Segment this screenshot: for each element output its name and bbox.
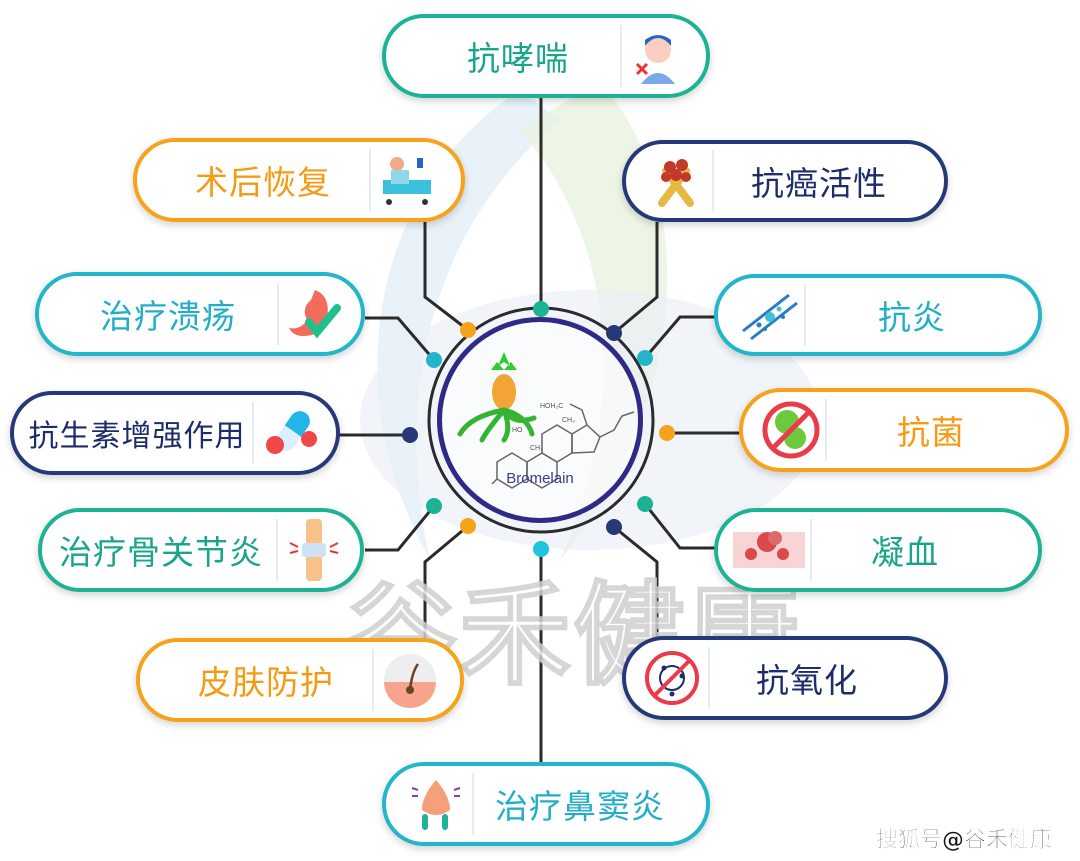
coughing-person-icon	[620, 25, 694, 87]
node-antibiotic: 抗生素增强作用	[10, 391, 340, 475]
blood-clot-icon	[728, 519, 812, 581]
no-free-radical-icon	[636, 647, 710, 709]
node-label: 治疗骨关节炎	[59, 533, 263, 572]
node-label: 抗炎	[878, 298, 946, 337]
pill-bacteria-icon	[252, 402, 326, 464]
connector-dots	[402, 301, 675, 557]
cancer-ribbon-icon	[640, 150, 714, 212]
pineapple-molecule-icon: HOH₂C HO CH₃ CH₃	[457, 352, 635, 489]
node-label: 治疗溃疡	[100, 297, 236, 336]
node-label: 抗癌活性	[751, 164, 887, 203]
skin-hair-follicle-icon	[372, 649, 446, 711]
stomach-check-icon	[277, 283, 351, 345]
source-credit: 搜狐号@谷禾健康	[875, 828, 1053, 854]
node-label: 抗生素增强作用	[28, 419, 246, 454]
center-label: Bromelain	[506, 470, 574, 487]
runny-nose-icon	[400, 773, 474, 835]
node-antibacterial: 抗菌	[739, 388, 1069, 472]
node-postop: 术后恢复	[133, 138, 465, 222]
node-label: 凝血	[871, 533, 939, 572]
no-bacteria-icon	[753, 399, 827, 461]
node-anticancer: 抗癌活性	[622, 140, 948, 222]
node-ulcer: 治疗溃疡	[35, 272, 365, 356]
node-label: 术后恢复	[195, 163, 331, 202]
svg-text:CH₃: CH₃	[530, 445, 543, 452]
svg-text:CH₃: CH₃	[562, 417, 575, 424]
svg-text:HO: HO	[512, 427, 523, 434]
node-antiinflammatory: 抗炎	[714, 274, 1042, 356]
knee-joint-icon	[276, 519, 350, 581]
node-coagulation: 凝血	[714, 508, 1042, 592]
bromelain-center: HOH₂C HO CH₃ CH₃ Bromelain	[437, 317, 643, 523]
node-label: 抗哮喘	[467, 39, 569, 78]
node-label: 抗菌	[897, 413, 965, 452]
node-antioxidant: 抗氧化	[622, 636, 948, 720]
node-label: 皮肤防护	[198, 663, 334, 702]
node-label: 治疗鼻窦炎	[495, 787, 665, 826]
node-asthma: 抗哮喘	[382, 14, 710, 98]
node-arthritis: 治疗骨关节炎	[38, 508, 364, 592]
node-label: 抗氧化	[756, 661, 858, 700]
node-skin: 皮肤防护	[136, 638, 464, 722]
node-sinusitis: 治疗鼻窦炎	[382, 762, 710, 846]
blood-vessel-icon	[732, 284, 806, 346]
svg-text:HOH₂C: HOH₂C	[540, 403, 563, 410]
hospital-bed-icon	[369, 149, 443, 211]
